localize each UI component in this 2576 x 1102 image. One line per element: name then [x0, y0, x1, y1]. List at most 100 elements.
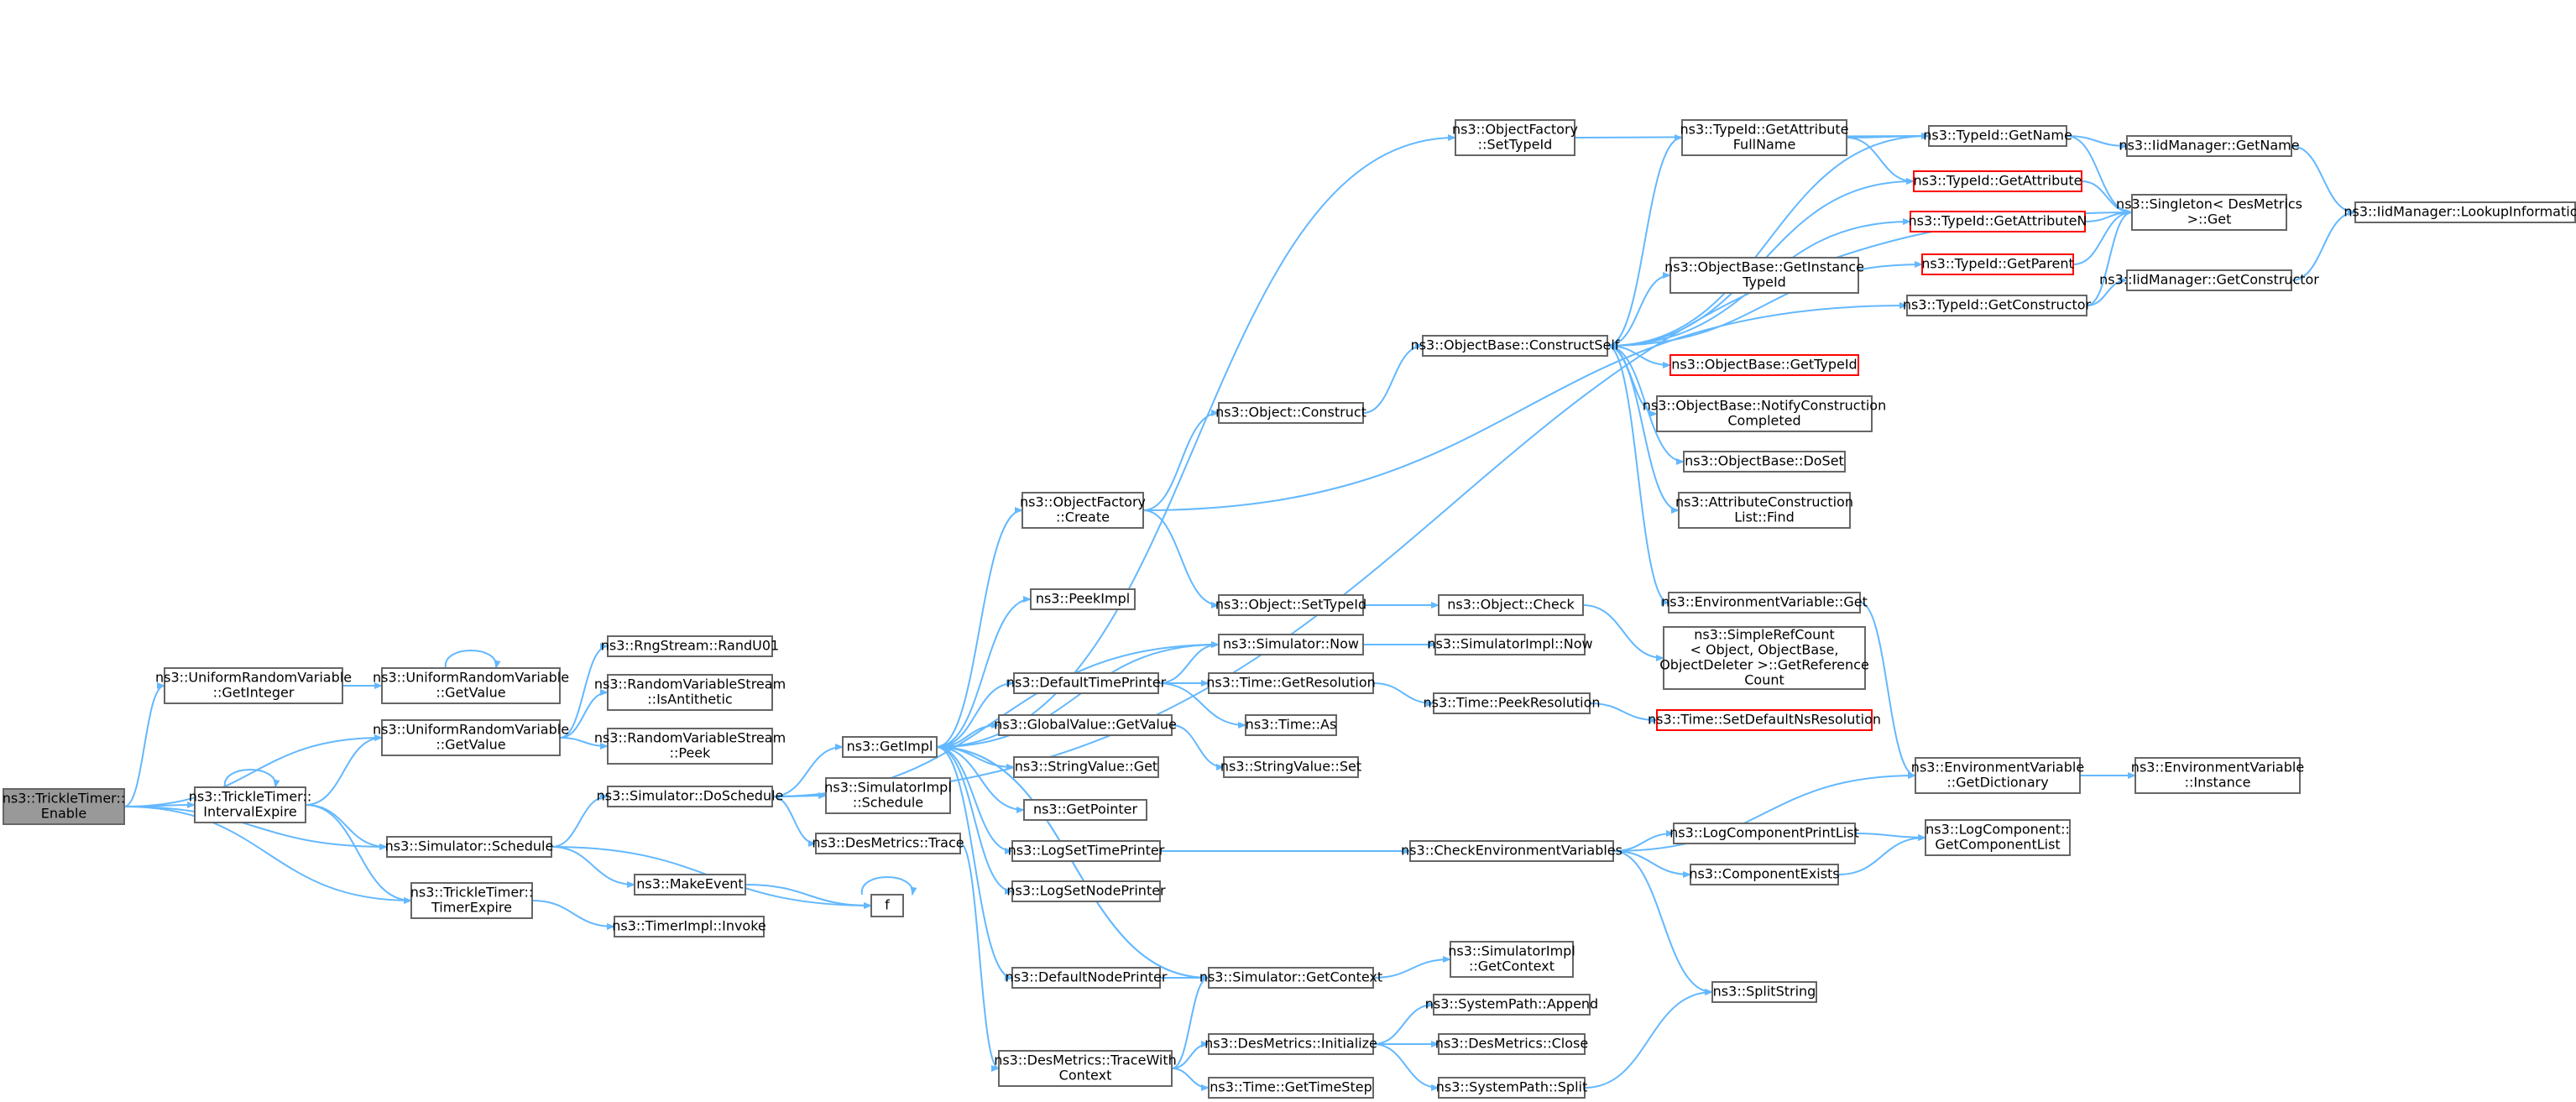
node-label: ns3::Time::As: [1246, 717, 1337, 733]
node-tidGetConstructor[interactable]: ns3::TypeId::GetConstructor: [1903, 295, 2092, 316]
node-simpleRefCount[interactable]: ns3::SimpleRefCount< Object, ObjectBase,…: [1659, 626, 1869, 690]
node-rngRandU01[interactable]: ns3::RngStream::RandU01: [601, 635, 779, 657]
node-envVarInstance[interactable]: ns3::EnvironmentVariable::Instance: [2131, 757, 2304, 794]
node-objCheck[interactable]: ns3::Object::Check: [1438, 594, 1584, 616]
edge-root-to-simSchedule: [123, 806, 388, 850]
node-timeGetTimeStep[interactable]: ns3::Time::GetTimeStep: [1208, 1077, 1374, 1099]
node-iidGetName[interactable]: ns3::IidManager::GetName: [2119, 135, 2300, 157]
node-spSplit[interactable]: ns3::SystemPath::Split: [1436, 1077, 1588, 1099]
edge-makeEvent-to-f: [745, 884, 872, 909]
node-objConstruct[interactable]: ns3::Object::Construct: [1215, 402, 1366, 424]
node-obNotifyConstructionCompleted[interactable]: ns3::ObjectBase::NotifyConstructionCompl…: [1643, 395, 1886, 432]
node-label: ns3::ObjectBase::NotifyConstruction: [1643, 398, 1886, 414]
node-label: ::IsAntithetic: [647, 692, 732, 708]
node-simImplNow[interactable]: ns3::SimulatorImpl::Now: [1427, 634, 1593, 655]
node-label: ns3::ObjectFactory: [1020, 494, 1146, 510]
node-rvsPeek[interactable]: ns3::RandomVariableStream::Peek: [594, 728, 786, 765]
node-svGet[interactable]: ns3::StringValue::Get: [1013, 756, 1159, 778]
node-urvGetValueTop[interactable]: ns3::UniformRandomVariable::GetValue: [373, 667, 569, 704]
node-iidLookupInfo[interactable]: ns3::IidManager::LookupInformation: [2343, 201, 2576, 223]
node-ofSetTypeId[interactable]: ns3::ObjectFactory::SetTypeId: [1452, 119, 1578, 156]
node-obGetTypeId[interactable]: ns3::ObjectBase::GetTypeId: [1669, 354, 1859, 376]
node-simDoSchedule[interactable]: ns3::Simulator::DoSchedule: [597, 786, 784, 807]
node-desClose[interactable]: ns3::DesMetrics::Close: [1435, 1033, 1588, 1055]
node-desInitialize[interactable]: ns3::DesMetrics::Initialize: [1204, 1033, 1377, 1055]
node-box: [1663, 626, 1866, 690]
edge-simNow-to-getImpl: [936, 644, 1220, 750]
node-defaultNodePrinter[interactable]: ns3::DefaultNodePrinter: [1006, 967, 1168, 989]
node-tidGetAttributeN[interactable]: ns3::TypeId::GetAttributeN: [1909, 211, 2087, 232]
node-iidGetConstructor[interactable]: ns3::IidManager::GetConstructor: [2099, 269, 2319, 291]
node-label: ns3::TypeId::GetAttributeN: [1909, 213, 2087, 229]
edge-tidGetName-to-iidGetName: [2066, 135, 2128, 149]
node-box: [1223, 756, 1359, 778]
edge-simGetContext-to-simImplGetContext: [1372, 956, 1451, 979]
node-ttTimerExpire[interactable]: ns3::TrickleTimer::TimerExpire: [410, 882, 533, 919]
node-logComponentGetList[interactable]: ns3::LogComponent::GetComponentList: [1925, 819, 2071, 856]
node-label: Count: [1744, 672, 1784, 688]
node-label: ns3::ObjectBase::DoSet: [1685, 453, 1844, 469]
node-box: [607, 728, 773, 765]
node-envVarGetDictionary[interactable]: ns3::EnvironmentVariable::GetDictionary: [1911, 757, 2084, 794]
node-ttIntervalExpire[interactable]: ns3::TrickleTimer::IntervalExpire: [189, 786, 311, 823]
node-timePeekResolution[interactable]: ns3::Time::PeekResolution: [1423, 692, 1601, 714]
node-f[interactable]: f: [870, 894, 904, 917]
node-box: [1690, 864, 1839, 885]
node-logComponentPrintList[interactable]: ns3::LogComponentPrintList: [1669, 823, 1859, 844]
edge-simGetContext-to-getImpl: [936, 744, 1210, 979]
node-obDoSet[interactable]: ns3::ObjectBase::DoSet: [1683, 451, 1846, 473]
node-label: ::SetTypeId: [1478, 137, 1553, 153]
node-getPointer[interactable]: ns3::GetPointer: [1023, 799, 1147, 821]
node-spAppend[interactable]: ns3::SystemPath::Append: [1425, 994, 1598, 1016]
node-splitString[interactable]: ns3::SplitString: [1711, 981, 1817, 1003]
node-getImpl[interactable]: ns3::GetImpl: [842, 736, 938, 758]
edge-urvGetValue-to-rvsIsAntithetic: [559, 689, 609, 739]
node-box: [1434, 634, 1586, 655]
node-svSet[interactable]: ns3::StringValue::Set: [1220, 756, 1361, 778]
node-label: ns3::TimerImpl::Invoke: [612, 918, 766, 934]
edge-simDoSchedule-to-getImpl: [771, 744, 844, 797]
node-simGetContext[interactable]: ns3::Simulator::GetContext: [1199, 967, 1382, 989]
node-label: FullName: [1733, 137, 1796, 153]
node-simNow[interactable]: ns3::Simulator::Now: [1218, 634, 1364, 655]
node-makeEvent[interactable]: ns3::MakeEvent: [634, 874, 746, 896]
node-gvGetValue[interactable]: ns3::GlobalValue::GetValue: [994, 714, 1177, 736]
node-peekImpl[interactable]: ns3::PeekImpl: [1030, 588, 1136, 610]
node-box: [998, 1050, 1173, 1087]
node-label: ns3::LogSetTimePrinter: [1008, 843, 1165, 859]
node-rvsIsAntithetic[interactable]: ns3::RandomVariableStream::IsAntithetic: [594, 674, 786, 711]
node-root[interactable]: ns3::TrickleTimer::Enable: [3, 788, 125, 825]
node-timerImplInvoke[interactable]: ns3::TimerImpl::Invoke: [612, 916, 766, 937]
node-tidGetAttribute[interactable]: ns3::TypeId::GetAttribute: [1913, 170, 2082, 192]
node-singletonGet[interactable]: ns3::Singleton< DesMetrics>::Get: [2116, 194, 2302, 231]
node-urvGetInteger[interactable]: ns3::UniformRandomVariable::GetInteger: [155, 667, 352, 704]
node-label: ::GetDictionary: [1946, 775, 2048, 791]
node-logSetNodePrinter[interactable]: ns3::LogSetNodePrinter: [1006, 880, 1166, 902]
node-defaultTimePrinter[interactable]: ns3::DefaultTimePrinter: [1006, 672, 1167, 694]
node-ofCreate[interactable]: ns3::ObjectFactory::Create: [1020, 492, 1146, 529]
node-obConstructSelf[interactable]: ns3::ObjectBase::ConstructSelf: [1411, 335, 1620, 357]
node-timeSetDefaultNsRes[interactable]: ns3::Time::SetDefaultNsResolution: [1648, 709, 1881, 731]
node-simSchedule[interactable]: ns3::Simulator::Schedule: [385, 836, 554, 858]
node-box: [2354, 201, 2576, 223]
node-simImplGetContext[interactable]: ns3::SimulatorImpl::GetContext: [1448, 941, 1575, 978]
node-timeAs[interactable]: ns3::Time::As: [1245, 714, 1337, 736]
node-tidGetName[interactable]: ns3::TypeId::GetName: [1923, 125, 2072, 147]
node-urvGetValue[interactable]: ns3::UniformRandomVariable::GetValue: [373, 719, 569, 756]
node-label: f: [885, 897, 890, 913]
node-box: [614, 916, 765, 937]
node-simImplSchedule[interactable]: ns3::SimulatorImpl::Schedule: [824, 777, 952, 814]
node-objSetTypeId[interactable]: ns3::Object::SetTypeId: [1215, 594, 1366, 616]
node-logSetTimePrinter[interactable]: ns3::LogSetTimePrinter: [1008, 840, 1165, 862]
node-timeGetResolution[interactable]: ns3::Time::GetResolution: [1206, 672, 1376, 694]
node-checkEnvVars[interactable]: ns3::CheckEnvironmentVariables: [1401, 840, 1622, 862]
node-componentExists[interactable]: ns3::ComponentExists: [1689, 864, 1840, 885]
node-envVarGet[interactable]: ns3::EnvironmentVariable::Get: [1661, 592, 1868, 614]
node-label: ::GetValue: [436, 737, 505, 753]
node-desTrace[interactable]: ns3::DesMetrics::Trace: [812, 833, 964, 854]
node-tidGetParent[interactable]: ns3::TypeId::GetParent: [1921, 253, 2074, 275]
